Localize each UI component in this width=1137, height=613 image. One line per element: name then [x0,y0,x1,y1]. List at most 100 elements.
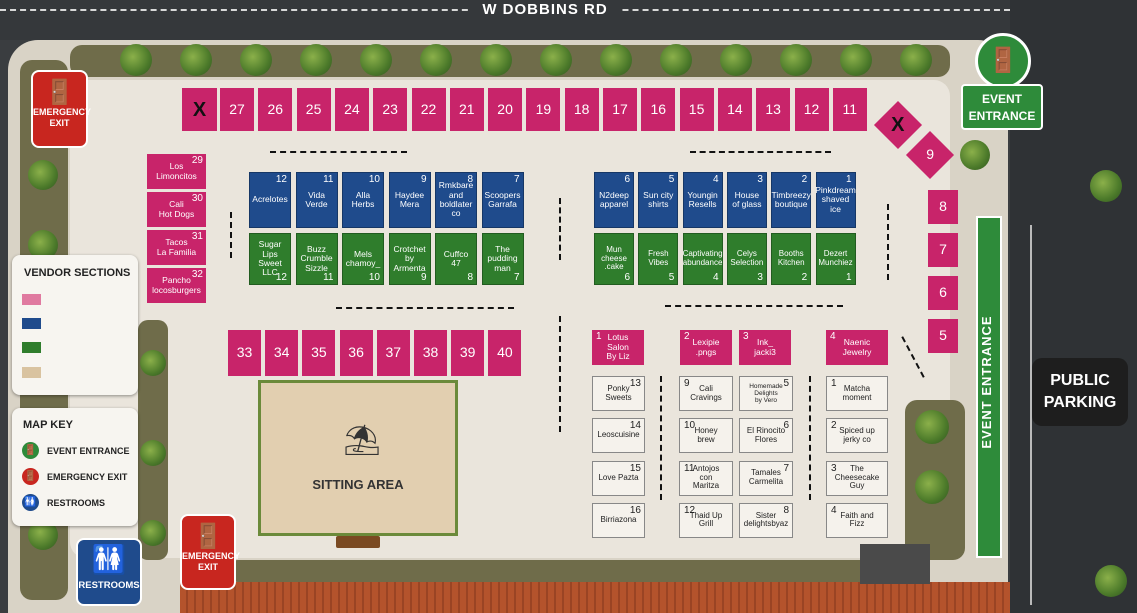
booth-right-7[interactable]: 7 [928,233,958,267]
booth-number: 4 [831,504,837,516]
booth-top-23[interactable]: 23 [373,88,408,131]
booth-top-19[interactable]: 19 [526,88,561,131]
booth-number: 3 [743,331,749,342]
booth-top-21[interactable]: 21 [449,88,484,131]
booth-top-11[interactable]: 11 [832,88,867,131]
vendor-name: El Rinocito Flores [746,426,786,444]
booth-top-22[interactable]: 22 [411,88,446,131]
booth-number: 19 [535,100,552,117]
booth-top-24[interactable]: 24 [334,88,369,131]
booth-top-15[interactable]: 15 [679,88,714,131]
booth-bottom-34[interactable]: 34 [265,330,299,376]
booth-top-20[interactable]: 20 [488,88,523,131]
booth-top-17[interactable]: 17 [603,88,637,131]
booth-bottom-36[interactable]: 36 [339,330,373,376]
booth-top-18[interactable]: 18 [564,88,599,131]
booth-top-14[interactable]: 14 [717,88,752,131]
booth-number: 14 [727,100,743,117]
booth-number: 11 [684,462,695,474]
booth-number: 16 [650,100,667,117]
booth-bottom-37[interactable]: 37 [376,330,410,376]
booth-top-12[interactable]: 12 [794,88,829,131]
key-emergency-exit: 🚪 EMERGENCY EXIT [22,468,127,485]
vendor-name: Spiced up jerky co [839,426,875,444]
booth-right-6[interactable]: 6 [928,276,958,310]
booth-bottom-35[interactable]: 35 [302,330,336,376]
vendor-name: Vida Verde [305,189,328,209]
emergency-exit-sign-top: 🚪 EMERGENCY EXIT [31,70,91,148]
parking-lines [1030,225,1038,605]
booth-top-26[interactable]: 26 [258,88,293,131]
booth-crossed-top[interactable]: X [182,88,217,131]
vendor-name: Mun cheese .cake [601,244,627,272]
event-entrance-side-label: EVENT ENTRANCE [979,315,994,449]
booth-bottom-40[interactable]: 40 [488,330,522,376]
vendor-name: Youngin Resells [687,189,718,209]
booth-number: 3 [757,272,763,283]
key-event-entrance: 🚪 EVENT ENTRANCE [22,442,130,459]
booth-bottom-33[interactable]: 33 [228,330,261,376]
booth-top-27[interactable]: 27 [220,88,254,131]
booth-top-25[interactable]: 25 [296,88,331,131]
booth-number: 15 [629,462,641,474]
booth-top-16[interactable]: 16 [641,88,676,131]
vendor-name: Buzz Crumble Sizzle [300,243,333,273]
booth-number: 7 [513,174,520,185]
booth-right-8[interactable]: 8 [928,190,958,224]
booth-number: 8 [467,272,473,283]
booth-top-13[interactable]: 13 [756,88,791,131]
booth-number: 4 [713,174,719,185]
booth-bottom-39[interactable]: 39 [451,330,485,376]
booth-bottom-38[interactable]: 38 [414,330,447,376]
booth-right-5[interactable]: 5 [928,319,958,353]
